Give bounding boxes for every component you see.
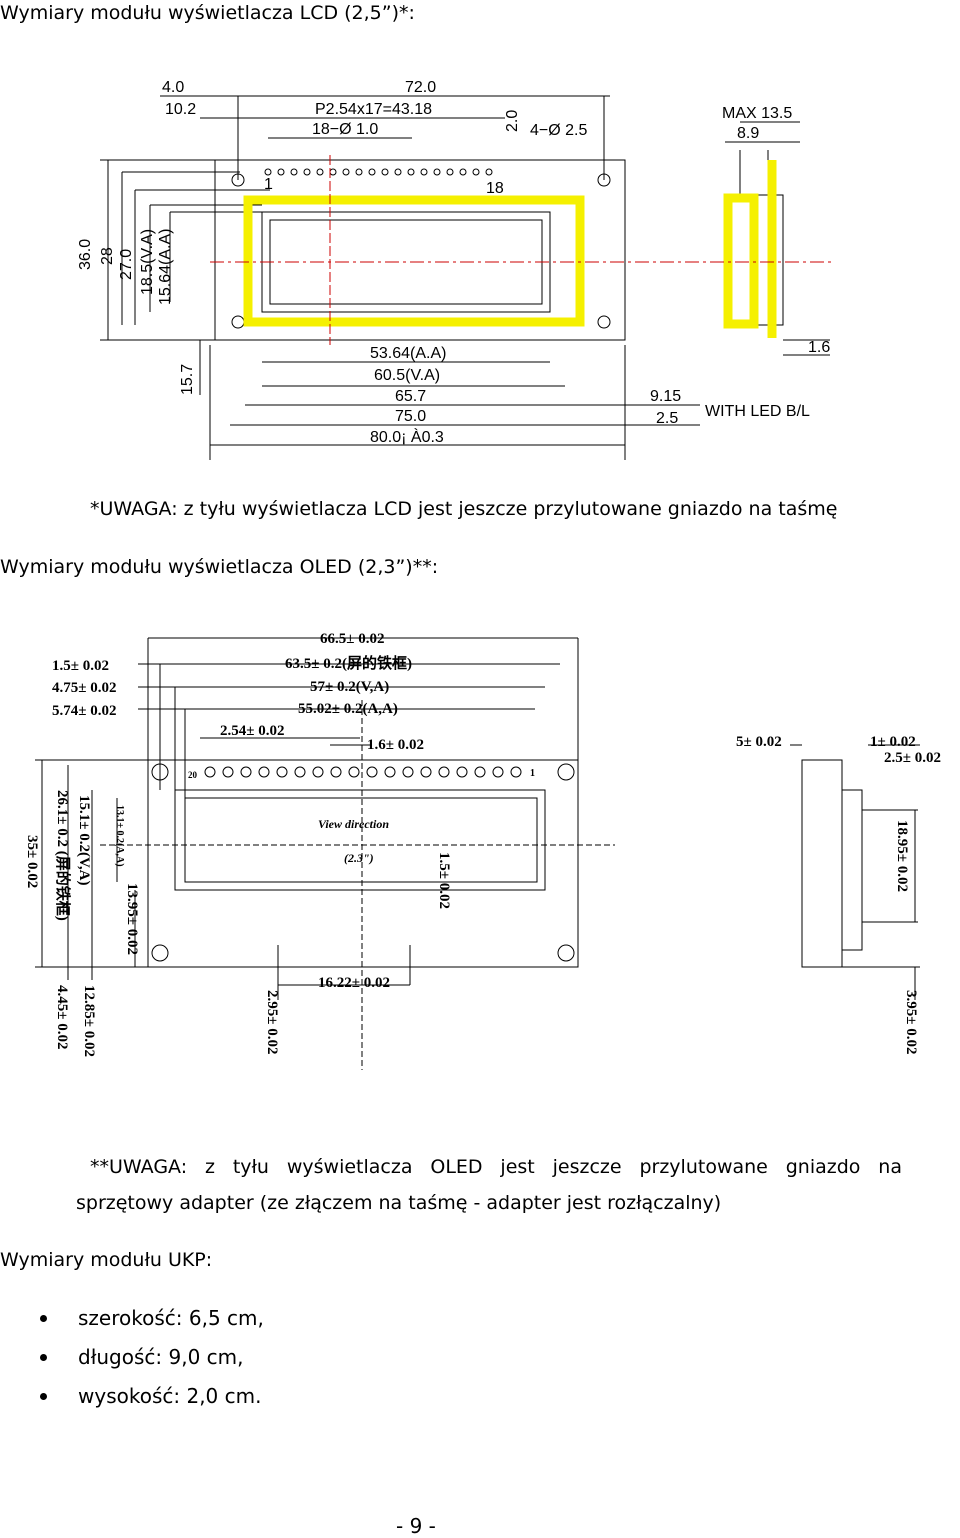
bullet-icon xyxy=(40,1393,47,1400)
lcd-dim-80-0: 80.0¡ À0.3 xyxy=(370,427,444,446)
oled-dim-18-95: 18.95± 0.02 xyxy=(894,820,910,892)
oled-dim-12-85: 12.85± 0.02 xyxy=(81,985,97,1057)
oled-dim-57: 57± 0.2(V,A) xyxy=(310,679,389,695)
lcd-pin-first: 1 xyxy=(264,176,273,193)
note-word: z xyxy=(204,1156,215,1178)
lcd-dim-27-0: 27.0 xyxy=(118,249,135,280)
oled-dim-26-1: 26.1± 0.2 (屏的铁框) xyxy=(54,790,72,921)
oled-dim-55-02: 55.02± 0.2(A,A) xyxy=(298,701,398,717)
oled-heading: Wymiary modułu wyświetlacza OLED (2,3”)*… xyxy=(0,556,439,578)
oled-dim-2-5-side: 2.5± 0.02 xyxy=(884,750,941,766)
note-word: OLED xyxy=(430,1156,483,1178)
note-word: gniazdo xyxy=(785,1156,861,1178)
ukp-dimensions-list: szerokość: 6,5 cm, długość: 9,0 cm, wyso… xyxy=(40,1306,264,1423)
oled-dim-3-95: 3.95± 0.02 xyxy=(903,990,919,1054)
list-item: długość: 9,0 cm, xyxy=(40,1345,264,1384)
lcd-dim-9-15: 9.15 xyxy=(650,388,681,405)
lcd-dim-8-9: 8.9 xyxy=(737,125,759,142)
note-word: **UWAGA: xyxy=(90,1156,188,1178)
lcd-pin-last: 18 xyxy=(486,180,504,197)
oled-size-label: (2.3") xyxy=(344,851,374,865)
oled-pin-20: 20 xyxy=(188,770,198,780)
oled-dim-1-5-v: 1.5± 0.02 xyxy=(436,852,452,909)
oled-dim-1-6: 1.6± 0.02 xyxy=(367,737,424,753)
lcd-dim-2-5: 2.5 xyxy=(656,410,678,427)
lcd-dim-15-7: 15.7 xyxy=(179,364,196,395)
bullet-icon xyxy=(40,1354,47,1361)
lcd-dim-15-64: 15.64(A.A) xyxy=(157,229,174,305)
lcd-dim-72-0: 72.0 xyxy=(405,79,436,96)
note-word: jeszcze xyxy=(552,1156,622,1178)
lcd-dim-10-2: 10.2 xyxy=(165,101,196,118)
oled-dim-13-1: 13.1± 0.2(A,A) xyxy=(114,805,125,867)
note-word: tyłu xyxy=(232,1156,269,1178)
oled-dim-15-1: 15.1± 0.2(V,A) xyxy=(76,795,92,885)
lcd-dim-pitch: P2.54x17=43.18 xyxy=(315,101,432,118)
note-word: przylutowane xyxy=(639,1156,768,1178)
oled-dim-4-75: 4.75± 0.02 xyxy=(52,680,116,696)
oled-dim-2-95: 2.95± 0.02 xyxy=(264,990,280,1054)
oled-dim-5-side: 5± 0.02 xyxy=(736,734,782,750)
oled-dim-1-5: 1.5± 0.02 xyxy=(52,658,109,674)
oled-dim-2-54: 2.54± 0.02 xyxy=(220,723,284,739)
lcd-dim-65-7: 65.7 xyxy=(395,388,426,405)
oled-note-line-1: **UWAGA: z tyłu wyświetlacza OLED jest j… xyxy=(90,1156,902,1178)
lcd-dim-53-64: 53.64(A.A) xyxy=(370,345,446,362)
oled-dim-4-45: 4.45± 0.02 xyxy=(54,985,70,1049)
list-item-text: wysokość: 2,0 cm. xyxy=(78,1384,262,1408)
page-number: - 9 - xyxy=(396,1514,436,1538)
lcd-led-label: WITH LED B/L xyxy=(705,403,810,420)
lcd-dim-18-5: 18.5(V.A) xyxy=(139,229,156,295)
lcd-dim-1-6: 1.6 xyxy=(808,339,830,356)
oled-dimension-drawing: 66.5± 0.02 63.5± 0.2(屏的铁框) 57± 0.2(V,A) … xyxy=(24,631,941,1070)
list-item: wysokość: 2,0 cm. xyxy=(40,1384,264,1423)
bullet-icon xyxy=(40,1315,47,1322)
ukp-heading: Wymiary modułu UKP: xyxy=(0,1249,213,1271)
lcd-dim-pins: 18−Ø 1.0 xyxy=(312,121,378,138)
list-item: szerokość: 6,5 cm, xyxy=(40,1306,264,1345)
lcd-dim-max: MAX 13.5 xyxy=(722,105,792,122)
oled-pin-1: 1 xyxy=(530,768,535,779)
lcd-dim-2-0: 2.0 xyxy=(504,110,521,132)
oled-dim-5-74: 5.74± 0.02 xyxy=(52,703,116,719)
lcd-dim-holes: 4−Ø 2.5 xyxy=(530,122,587,139)
oled-dim-66-5: 66.5± 0.02 xyxy=(320,631,384,647)
lcd-dim-28: 28 xyxy=(99,247,116,265)
note-word: na xyxy=(878,1156,902,1178)
lcd-dim-36-0: 36.0 xyxy=(77,239,94,270)
lcd-dimension-drawing: 4.0 10.2 72.0 P2.54x17=43.18 18−Ø 1.0 4−… xyxy=(77,79,835,460)
lcd-yellow-frame xyxy=(243,160,777,338)
lcd-dim-60-5: 60.5(V.A) xyxy=(374,367,440,384)
oled-note-line-2: sprzętowy adapter (ze złączem na taśmę -… xyxy=(76,1192,722,1214)
lcd-dim-75-0: 75.0 xyxy=(395,408,426,425)
lcd-dim-4-0: 4.0 xyxy=(162,79,184,96)
oled-dim-35: 35± 0.02 xyxy=(24,835,40,888)
lcd-heading: Wymiary modułu wyświetlacza LCD (2,5”)*: xyxy=(0,2,415,24)
note-word: wyświetlacza xyxy=(286,1156,413,1178)
list-item-text: długość: 9,0 cm, xyxy=(78,1345,244,1369)
note-word: jest xyxy=(500,1156,535,1178)
lcd-note: *UWAGA: z tyłu wyświetlacza LCD jest jes… xyxy=(90,498,838,520)
oled-dim-13-95: 13.95± 0.02 xyxy=(124,883,140,955)
oled-view-direction: View direction xyxy=(318,817,389,831)
oled-dim-1-side: 1± 0.02 xyxy=(870,734,916,750)
oled-dim-16-22: 16.22± 0.02 xyxy=(318,975,390,991)
list-item-text: szerokość: 6,5 cm, xyxy=(78,1306,264,1330)
oled-dim-63-5: 63.5± 0.2(屏的铁框) xyxy=(285,654,412,672)
